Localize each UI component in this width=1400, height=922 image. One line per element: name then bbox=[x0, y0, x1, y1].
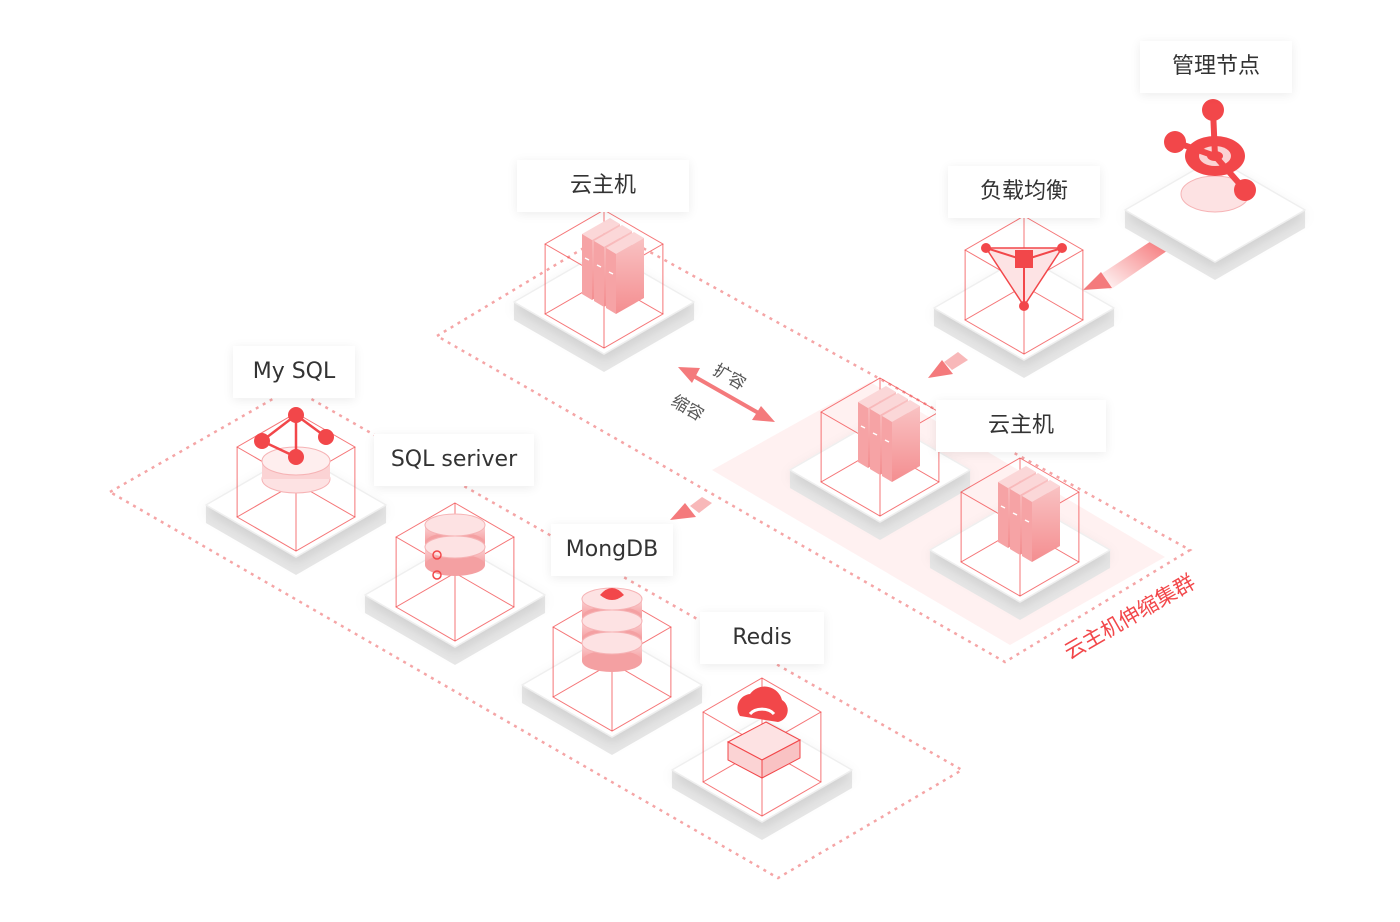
mongodb-icon bbox=[552, 587, 672, 732]
label-mysql: My SQL bbox=[233, 346, 355, 398]
management-node bbox=[1124, 99, 1306, 280]
cluster-dashed-outline bbox=[434, 229, 1193, 664]
redis-icon bbox=[702, 677, 822, 817]
arrow-lb-to-cluster bbox=[928, 352, 968, 378]
sqlserver-node bbox=[364, 502, 546, 665]
cloud-host-icon bbox=[820, 377, 940, 517]
label-management-node: 管理节点 bbox=[1140, 41, 1292, 93]
mysql-icon bbox=[236, 407, 356, 552]
label-redis: Redis bbox=[700, 612, 824, 664]
label-cloud-host-top: 云主机 bbox=[517, 160, 689, 212]
label-sqlserver: SQL seriver bbox=[374, 434, 534, 486]
load-balancer-icon bbox=[964, 215, 1084, 355]
management-node-icon bbox=[1164, 99, 1256, 213]
mongodb-node bbox=[521, 587, 703, 755]
label-load-balancer: 负载均衡 bbox=[948, 166, 1100, 218]
cloud-host-cluster-node-2 bbox=[929, 457, 1111, 620]
label-mongodb: MongDB bbox=[551, 524, 673, 576]
cloud-host-cluster-node-1 bbox=[789, 377, 971, 540]
cloud-host-icon bbox=[544, 209, 664, 349]
mysql-node bbox=[205, 407, 387, 575]
load-balancer-node bbox=[933, 215, 1115, 378]
cloud-host-icon bbox=[960, 457, 1080, 597]
sqlserver-icon bbox=[395, 502, 515, 642]
label-cloud-host-right: 云主机 bbox=[936, 400, 1106, 452]
redis-node bbox=[671, 677, 853, 840]
arrow-cluster-to-databases bbox=[670, 497, 712, 520]
cloud-host-top-node bbox=[513, 209, 695, 372]
scale-arrow bbox=[678, 367, 775, 422]
